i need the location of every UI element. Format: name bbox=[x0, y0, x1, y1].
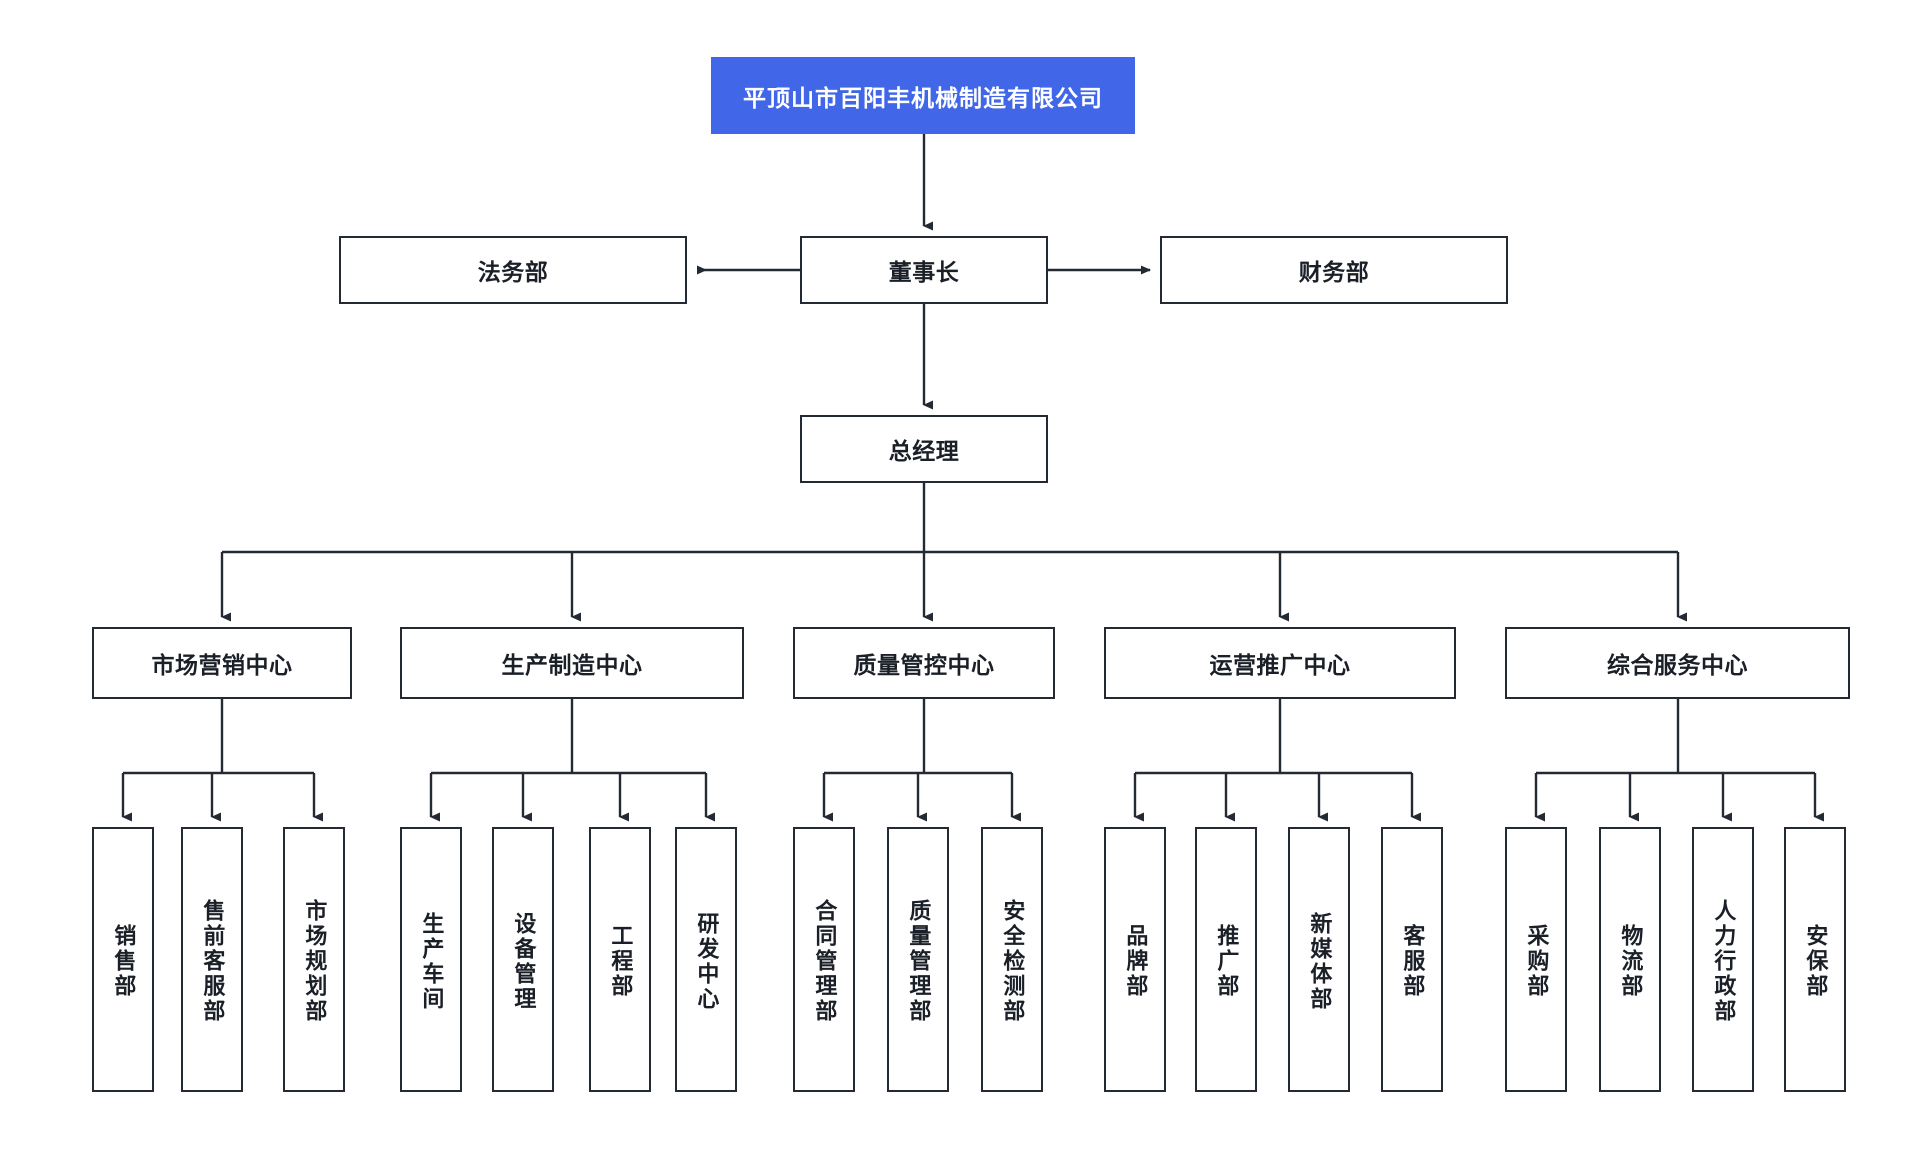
node-department[interactable]: 品牌部 bbox=[1104, 827, 1166, 1092]
node-department[interactable]: 安保部 bbox=[1784, 827, 1846, 1092]
node-department[interactable]: 推广部 bbox=[1195, 827, 1257, 1092]
node-department-label: 生产车间 bbox=[419, 911, 445, 1012]
node-department-label: 合同管理部 bbox=[812, 899, 838, 1024]
node-finance-department-label: 财务部 bbox=[1298, 259, 1370, 285]
node-department[interactable]: 研发中心 bbox=[675, 827, 737, 1092]
node-department[interactable]: 质量管理部 bbox=[887, 827, 949, 1092]
node-center-services-label: 综合服务中心 bbox=[1607, 652, 1748, 678]
node-department[interactable]: 工程部 bbox=[589, 827, 651, 1092]
node-department[interactable]: 安全检测部 bbox=[981, 827, 1043, 1092]
node-department[interactable]: 设备管理 bbox=[492, 827, 554, 1092]
node-center-quality[interactable]: 质量管控中心 bbox=[793, 627, 1055, 699]
node-finance-department[interactable]: 财务部 bbox=[1160, 236, 1508, 304]
node-center-operations[interactable]: 运营推广中心 bbox=[1104, 627, 1456, 699]
node-department[interactable]: 销售部 bbox=[92, 827, 154, 1092]
node-center-manufacturing[interactable]: 生产制造中心 bbox=[400, 627, 744, 699]
node-department[interactable]: 新媒体部 bbox=[1288, 827, 1350, 1092]
node-department-label: 市场规划部 bbox=[302, 899, 328, 1024]
node-department[interactable]: 人力行政部 bbox=[1692, 827, 1754, 1092]
node-department[interactable]: 采购部 bbox=[1505, 827, 1567, 1092]
node-center-operations-label: 运营推广中心 bbox=[1209, 652, 1351, 678]
node-department-label: 质量管理部 bbox=[906, 899, 932, 1024]
node-center-marketing-label: 市场营销中心 bbox=[151, 652, 293, 678]
node-department-label: 推广部 bbox=[1214, 924, 1240, 999]
node-department-label: 安保部 bbox=[1803, 924, 1829, 999]
node-department-label: 品牌部 bbox=[1123, 924, 1149, 999]
node-department-label: 物流部 bbox=[1618, 924, 1644, 999]
node-company-label: 平顶山市百阳丰机械制造有限公司 bbox=[743, 84, 1103, 111]
node-department[interactable]: 生产车间 bbox=[400, 827, 462, 1092]
node-general-manager-label: 总经理 bbox=[888, 438, 960, 464]
node-department[interactable]: 合同管理部 bbox=[793, 827, 855, 1092]
node-company[interactable]: 平顶山市百阳丰机械制造有限公司 bbox=[711, 57, 1135, 134]
node-department-label: 研发中心 bbox=[694, 911, 720, 1012]
node-department-label: 新媒体部 bbox=[1307, 911, 1333, 1012]
node-center-services[interactable]: 综合服务中心 bbox=[1505, 627, 1850, 699]
node-department-label: 采购部 bbox=[1524, 924, 1550, 999]
node-center-manufacturing-label: 生产制造中心 bbox=[501, 652, 643, 678]
node-chairman-label: 董事长 bbox=[888, 259, 960, 285]
node-department-label: 客服部 bbox=[1400, 924, 1426, 999]
node-department-label: 设备管理 bbox=[511, 911, 537, 1012]
node-department[interactable]: 物流部 bbox=[1599, 827, 1661, 1092]
node-department[interactable]: 客服部 bbox=[1381, 827, 1443, 1092]
node-department-label: 售前客服部 bbox=[200, 899, 226, 1024]
node-department[interactable]: 市场规划部 bbox=[283, 827, 345, 1092]
node-center-quality-label: 质量管控中心 bbox=[853, 652, 995, 678]
node-department-label: 安全检测部 bbox=[1000, 899, 1026, 1024]
node-department-label: 工程部 bbox=[608, 924, 634, 999]
node-chairman[interactable]: 董事长 bbox=[800, 236, 1048, 304]
node-department[interactable]: 售前客服部 bbox=[181, 827, 243, 1092]
node-legal-department[interactable]: 法务部 bbox=[339, 236, 687, 304]
node-general-manager[interactable]: 总经理 bbox=[800, 415, 1048, 483]
node-legal-department-label: 法务部 bbox=[477, 259, 549, 285]
node-department-label: 销售部 bbox=[111, 924, 137, 999]
node-center-marketing[interactable]: 市场营销中心 bbox=[92, 627, 352, 699]
node-department-label: 人力行政部 bbox=[1711, 899, 1737, 1024]
